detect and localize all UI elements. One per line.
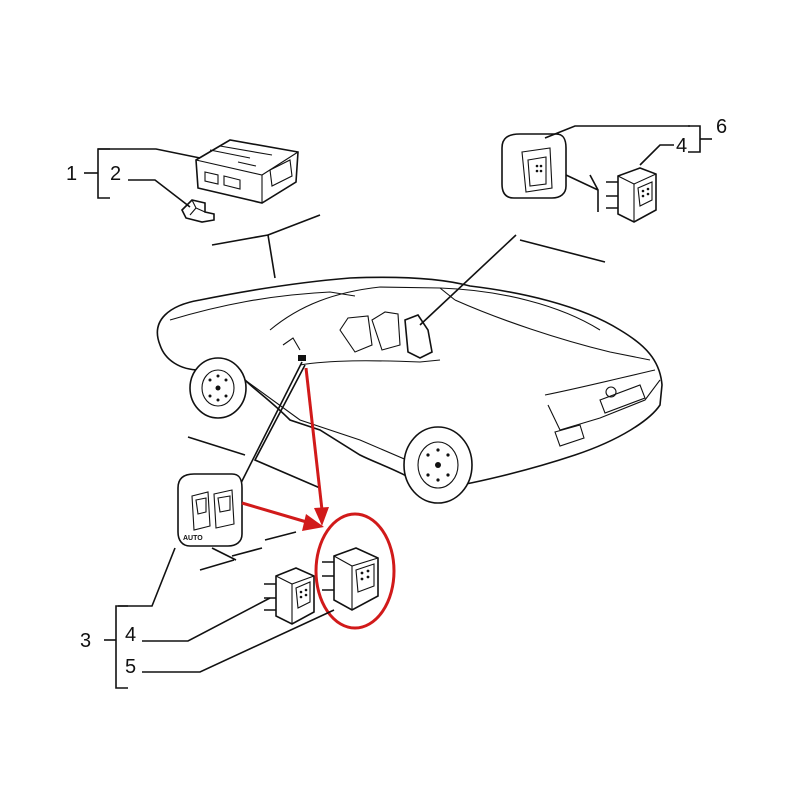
callout-6: 6 xyxy=(716,116,727,138)
tail-light xyxy=(554,424,585,447)
roof-edge xyxy=(439,287,601,331)
rear-panel xyxy=(547,379,661,431)
mirror xyxy=(282,337,301,351)
control-unit-part xyxy=(195,139,299,204)
front-wheel xyxy=(189,357,247,419)
leader-lines xyxy=(187,214,606,489)
door-line xyxy=(299,359,441,366)
door-leader-a xyxy=(239,361,303,486)
callout-3: 3 xyxy=(80,630,91,652)
switch-panel-auto: AUTO xyxy=(177,473,297,571)
seat-left xyxy=(339,315,373,353)
ecu-leader-right xyxy=(267,214,321,236)
door-leader-b xyxy=(253,364,321,489)
side-sill xyxy=(244,379,431,471)
trunk-lid xyxy=(544,369,656,396)
windshield xyxy=(269,286,456,331)
window-switch-highlighted xyxy=(322,547,379,611)
callout-4-top: 4 xyxy=(676,135,687,157)
highlight-circle xyxy=(314,512,396,630)
rear-grille xyxy=(599,384,646,414)
bracket-part xyxy=(181,199,215,223)
callout-group-3-4-5: 3 4 5 xyxy=(80,547,335,689)
interior-leader xyxy=(419,234,517,326)
callout-group-4-6: 6 4 xyxy=(544,116,727,212)
red-arrow-down xyxy=(304,367,324,511)
badge-emblem xyxy=(605,386,617,398)
auto-label: AUTO xyxy=(183,535,203,542)
red-arrowhead-down xyxy=(314,507,329,526)
window-switch-bottom xyxy=(264,567,315,625)
door-handle-marker xyxy=(298,355,306,361)
car-illustration xyxy=(156,276,663,504)
door-leader-c xyxy=(187,436,246,456)
rear-wheel xyxy=(403,426,473,504)
interior-pillar xyxy=(404,314,433,359)
window-switch-top xyxy=(606,167,657,223)
callout-5: 5 xyxy=(125,656,136,678)
red-highlight xyxy=(241,367,396,630)
callout-group-1-2: 1 2 xyxy=(66,148,201,208)
hood-line xyxy=(169,291,356,321)
red-arrowhead-right xyxy=(302,514,324,531)
seat-right xyxy=(371,311,401,351)
callout-2: 2 xyxy=(110,163,121,185)
callout-1: 1 xyxy=(66,163,77,185)
interior-leader-right xyxy=(519,239,606,263)
callout-4-bottom: 4 xyxy=(125,624,136,646)
rear-deck xyxy=(454,299,651,361)
ecu-leader-left xyxy=(211,234,276,279)
switch-panel-top xyxy=(501,133,567,199)
red-arrow-right xyxy=(241,501,311,525)
